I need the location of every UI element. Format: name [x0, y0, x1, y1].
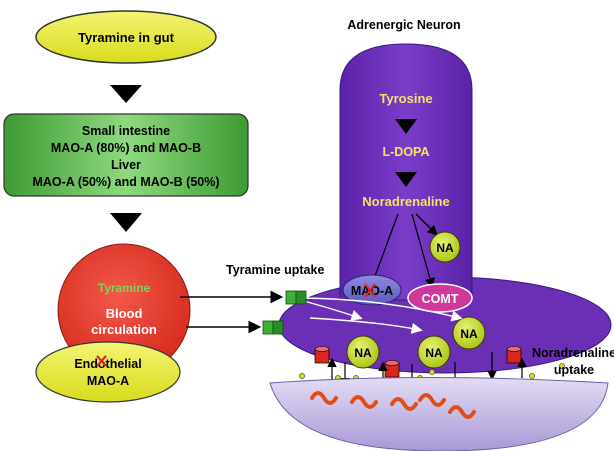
- adrenergic-receptors: [310, 391, 476, 419]
- postsynaptic-membrane: [269, 377, 609, 451]
- metabolism-line-2: MAO-A (80%) and MAO-B: [51, 141, 201, 155]
- na-uptake-label-2: uptake: [554, 363, 594, 377]
- na-vesicle-upper: [429, 231, 461, 263]
- na-vesicle-left: [346, 335, 380, 369]
- blood-line-2: circulation: [91, 322, 157, 337]
- pathway-arrow-2: [395, 172, 417, 187]
- blood-tyramine-label: Tyramine: [98, 281, 151, 295]
- na-to-comt-arrow: [411, 213, 435, 289]
- endothelial-line-2: MAO-A: [87, 374, 129, 388]
- na-to-vesicle-arrow: [415, 213, 438, 236]
- tyramine-transporter-2: [262, 320, 284, 335]
- endothelial-ellipse: [35, 341, 181, 403]
- metabolism-line-3: Liver: [111, 158, 141, 172]
- na-transporter-2: [384, 360, 400, 378]
- na-vesicle-middle: [417, 335, 451, 369]
- mao-a-inhibit-x-icon: [364, 283, 376, 298]
- na-vesicle-left-label: NA: [354, 346, 372, 360]
- metabolism-line-4: MAO-A (50%) and MAO-B (50%): [32, 175, 219, 189]
- metabolism-box: [3, 113, 249, 197]
- mao-a-label: MAO-A: [351, 284, 393, 298]
- blood-line-1: Blood: [106, 306, 143, 321]
- mao-a-enzyme: [342, 274, 402, 306]
- na-transporter-1: [314, 346, 330, 364]
- gut-label: Tyramine in gut: [78, 30, 174, 45]
- down-arrow-1: [110, 85, 142, 103]
- neuron-title: Adrenergic Neuron: [347, 18, 460, 32]
- na-transporter-3: [506, 346, 522, 364]
- na-vesicle-right: [452, 316, 486, 350]
- noradrenaline-label: Noradrenaline: [362, 194, 449, 209]
- tyrosine-label: Tyrosine: [379, 91, 432, 106]
- na-to-mao-arrow: [369, 213, 399, 287]
- metabolism-line-1: Small intestine: [82, 124, 170, 138]
- tyramine-displace-arrow-3: [295, 297, 463, 322]
- tyramine-displace-arrow-2: [309, 317, 423, 334]
- tyramine-uptake-label: Tyramine uptake: [226, 263, 324, 277]
- na-vesicle-middle-label: NA: [425, 346, 443, 360]
- gut-ellipse: [35, 10, 217, 64]
- endothelial-line-1: Endothelial: [74, 357, 141, 371]
- na-uptake-label-1: Noradrenaline: [532, 346, 614, 360]
- comt-label: COMT: [422, 292, 459, 306]
- endothelial-inhibit-x-icon: [96, 355, 107, 367]
- comt-enzyme: [407, 283, 473, 313]
- na-vesicle-upper-label: NA: [436, 241, 454, 255]
- tyramine-transporter-1: [285, 290, 307, 305]
- na-vesicle-right-label: NA: [460, 327, 478, 341]
- pathway-arrow-1: [395, 119, 417, 134]
- ldopa-label: L-DOPA: [383, 145, 430, 159]
- down-arrow-2: [110, 213, 142, 232]
